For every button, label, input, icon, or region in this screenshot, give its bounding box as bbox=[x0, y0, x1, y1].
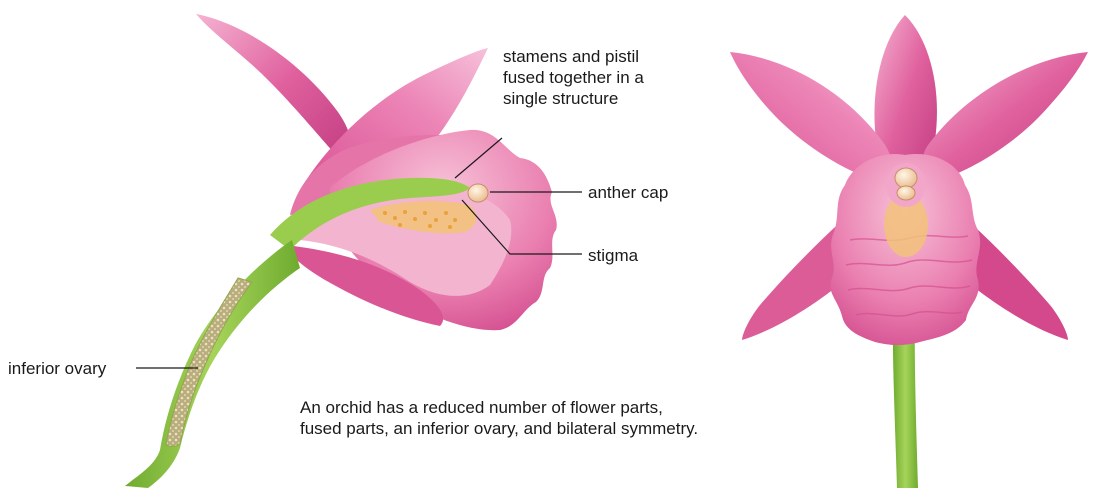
front-anther-cap-lower bbox=[897, 186, 915, 200]
label-stamens-line-1: stamens and pistil bbox=[503, 46, 693, 67]
label-anther-cap: anther cap bbox=[588, 182, 668, 203]
label-inferior-ovary: inferior ovary bbox=[8, 358, 106, 379]
stem bbox=[125, 240, 300, 488]
caption-line-1: An orchid has a reduced number of flower… bbox=[300, 397, 698, 418]
orchid-front-view bbox=[730, 15, 1088, 488]
label-stamens-line-2: fused together in a bbox=[503, 67, 693, 88]
label-stamens-pistil: stamens and pistil fused together in a s… bbox=[503, 46, 693, 109]
label-stamens-line-3: single structure bbox=[503, 88, 693, 109]
caption-line-2: fused parts, an inferior ovary, and bila… bbox=[300, 418, 698, 439]
anther-cap bbox=[468, 184, 488, 202]
caption: An orchid has a reduced number of flower… bbox=[300, 397, 698, 439]
front-anther-cap bbox=[895, 168, 917, 188]
dorsal-sepal bbox=[196, 14, 352, 170]
label-stigma: stigma bbox=[588, 245, 638, 266]
